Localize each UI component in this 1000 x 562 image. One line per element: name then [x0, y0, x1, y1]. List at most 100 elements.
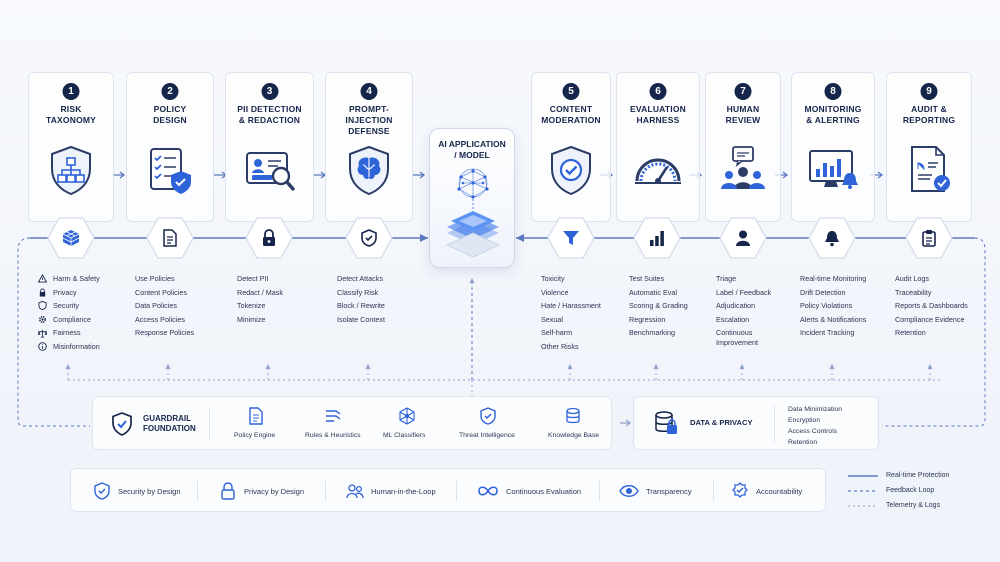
stage-7-list: Triage Label / Feedback Adjudication Esc…: [716, 272, 771, 347]
badge-icon: [732, 482, 748, 498]
document-icon: [163, 229, 177, 247]
stage-title: EVALUATION HARNESS: [630, 104, 686, 125]
list-item: Audit Logs: [895, 274, 929, 283]
stage-title: CONTENT MODERATION: [541, 104, 601, 125]
stage-card-3[interactable]: 3 PII DETECTION & REDACTION: [225, 72, 314, 222]
stage-card-8[interactable]: 8 MONITORING & ALERTING: [791, 72, 875, 222]
list-item: Detect PII: [237, 274, 269, 283]
hex-node-6[interactable]: [632, 216, 682, 260]
hex-node-3[interactable]: [244, 216, 294, 260]
list-item: Automatic Eval: [629, 287, 677, 297]
stage-title: HUMAN REVIEW: [725, 104, 761, 125]
list-item: Policy Violations: [800, 301, 853, 311]
data-privacy-item: Access Controls: [788, 428, 838, 435]
hex-node-1[interactable]: [46, 216, 96, 260]
principles-bar: Security by Design Privacy by Design Hum…: [70, 468, 826, 512]
data-privacy-item: Data Minimization: [788, 406, 843, 413]
report-check-icon: [911, 146, 950, 192]
dashed-line-swatch: [848, 489, 878, 492]
hex-node-4[interactable]: [344, 216, 394, 260]
list-item: Response Policies: [135, 328, 195, 338]
database-icon: [566, 407, 580, 424]
database-lock-icon: [655, 411, 677, 434]
data-privacy-item: Retention: [788, 439, 818, 446]
id-card-magnifier-icon: [245, 152, 295, 191]
list-item: Privacy: [38, 286, 100, 300]
warning-icon: [38, 274, 47, 283]
stage-9-list: Audit Logs Traceability Reports & Dashbo…: [895, 272, 968, 340]
clipboard-icon: [922, 230, 936, 247]
list-item: Access Policies: [135, 314, 185, 324]
list-item: Escalation: [716, 314, 750, 324]
neural-chip-icon: [446, 168, 500, 258]
bar-chart-icon: [650, 231, 664, 246]
list-item: Traceability: [895, 287, 932, 297]
stage-title: AUDIT & REPORTING: [902, 104, 956, 125]
list-item: Security: [38, 299, 100, 313]
principle-item: Human-in-the-Loop: [346, 482, 436, 500]
document-icon: [249, 407, 263, 425]
list-item: Fairness: [38, 326, 100, 340]
principle-item: Accountability: [731, 482, 802, 500]
legend-item-telemetry: Telemetry & Logs: [848, 502, 940, 509]
stage-number: 5: [562, 83, 580, 100]
stage-3-list: Detect PII Redact / Mask Tokenize Minimi…: [237, 272, 283, 326]
shield-icon: [38, 301, 47, 311]
data-privacy-item: Encryption: [788, 417, 821, 424]
list-item: Misinformation: [38, 340, 100, 354]
list-item: Toxicity: [541, 274, 565, 283]
list-item: Block / Rewrite: [337, 301, 385, 311]
list-item: Tokenize: [237, 301, 266, 311]
shield-check-icon: [361, 229, 377, 247]
shield-check-icon: [112, 412, 132, 436]
hex-node-7[interactable]: [718, 216, 768, 260]
list-item: Data Policies: [135, 301, 177, 311]
list-item: Scoring & Grading: [629, 301, 688, 311]
list-item: Use Policies: [135, 274, 175, 283]
foundation-item-label: ML Classifiers: [383, 432, 426, 439]
stage-title: PII DETECTION & REDACTION: [237, 104, 302, 125]
list-item: Hate / Harassment: [541, 301, 601, 311]
solid-line-swatch: [848, 474, 878, 477]
stage-card-1[interactable]: 1 RISK TAXONOMY: [28, 72, 114, 222]
hex-node-9[interactable]: [904, 216, 954, 260]
stage-title: MONITORING & ALERTING: [804, 104, 862, 125]
data-privacy-panel[interactable]: DATA & PRIVACY Data Minimization Encrypt…: [633, 396, 879, 450]
hex-node-5[interactable]: [546, 216, 596, 260]
list-item: Compliance: [38, 313, 100, 327]
people-icon: [346, 484, 364, 499]
stage-2-list: Use Policies Content Policies Data Polic…: [135, 272, 194, 340]
stage-card-5[interactable]: 5 CONTENT MODERATION: [531, 72, 611, 222]
ai-application-model[interactable]: AI APPLICATION / MODEL: [429, 128, 515, 268]
stage-card-7[interactable]: 7 HUMAN REVIEW: [705, 72, 781, 222]
hex-node-8[interactable]: [807, 216, 857, 260]
list-item: Benchmarking: [629, 328, 675, 338]
data-privacy-title: DATA & PRIVACY: [690, 418, 753, 427]
list-item: Drift Detection: [800, 287, 846, 297]
stage-number: 4: [360, 83, 378, 100]
principle-item: Security by Design: [93, 482, 181, 500]
shield-check-icon: [480, 407, 496, 425]
lock-icon: [263, 229, 275, 246]
list-item: Test Suites: [629, 274, 665, 283]
hex-node-2[interactable]: [145, 216, 195, 260]
stage-number: 2: [161, 83, 179, 100]
list-item: Triage: [716, 274, 737, 283]
foundation-item-label: Knowledge Base: [548, 432, 600, 439]
list-item: Detect Attacks: [337, 274, 383, 283]
foundation-title: GUARDRAIL FOUNDATION: [143, 414, 196, 433]
stage-number: 9: [920, 83, 938, 100]
list-item: Incident Tracking: [800, 328, 855, 338]
stage-card-9[interactable]: 9 AUDIT & REPORTING: [886, 72, 972, 222]
legend-item-feedback: Feedback Loop: [848, 487, 934, 494]
stage-4-list: Detect Attacks Classify Risk Block / Rew…: [337, 272, 385, 326]
stage-card-2[interactable]: 2 POLICY DESIGN: [126, 72, 214, 222]
guardrail-foundation-panel[interactable]: GUARDRAIL FOUNDATION Policy Engine Rules…: [92, 396, 612, 450]
list-item: Sexual: [541, 314, 563, 324]
list-item: Other Risks: [541, 341, 579, 351]
principle-item: Privacy by Design: [219, 482, 304, 500]
stage-card-4[interactable]: 4 PROMPT-INJECTION DEFENSE: [325, 72, 413, 222]
stage-card-6[interactable]: 6 EVALUATION HARNESS: [616, 72, 700, 222]
right-feedback-loop: [882, 237, 986, 427]
info-icon: [38, 342, 47, 351]
